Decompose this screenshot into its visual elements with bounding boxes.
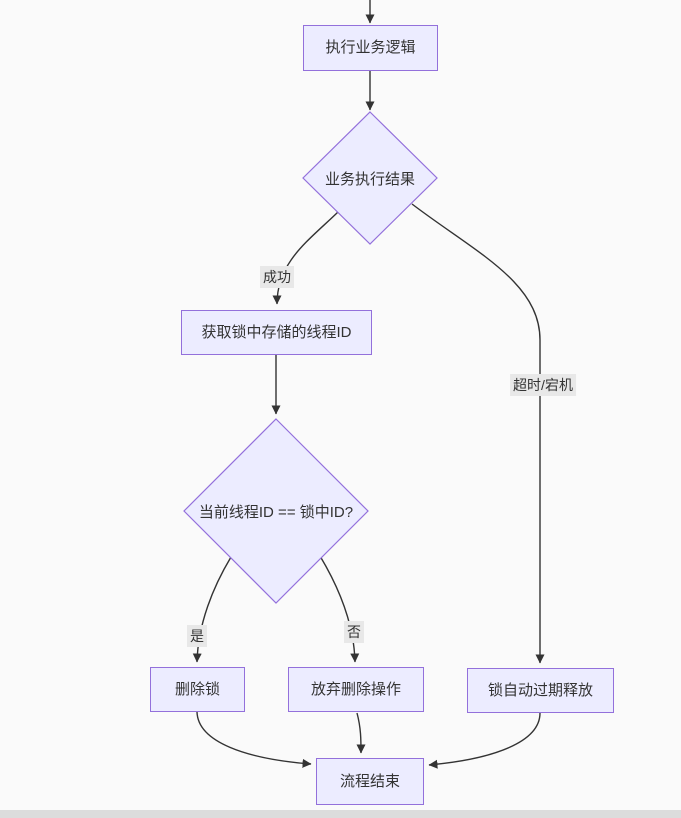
decision-business-result xyxy=(302,111,438,245)
node-lock-auto-expire: 锁自动过期释放 xyxy=(467,668,614,713)
decision-thread-id-check-label: 当前线程ID == 锁中ID? xyxy=(198,503,354,521)
node-delete-lock: 删除锁 xyxy=(150,667,245,712)
edge-result-timeout xyxy=(411,203,545,664)
decision-thread-id-check xyxy=(183,418,369,604)
edge-abandon-to-end xyxy=(356,712,366,754)
edge-delete-to-end xyxy=(196,711,312,768)
edge-label-no: 否 xyxy=(344,621,364,643)
bottom-divider-bar xyxy=(0,810,681,818)
edge-result-success xyxy=(272,211,339,305)
edge-expire-to-end xyxy=(428,712,541,769)
edge-label-success: 成功 xyxy=(260,266,294,288)
edge-label-timeout-or-crash: 超时/宕机 xyxy=(510,374,576,396)
node-execute-business: 执行业务逻辑 xyxy=(303,25,438,71)
node-process-end: 流程结束 xyxy=(316,758,424,805)
edge-label-yes: 是 xyxy=(187,625,207,647)
node-get-thread-id: 获取锁中存储的线程ID xyxy=(181,310,372,355)
edge-check-no xyxy=(319,555,360,663)
decision-business-result-label: 业务执行结果 xyxy=(324,170,415,188)
edge-check-yes xyxy=(192,556,232,663)
node-abandon-delete: 放弃删除操作 xyxy=(288,667,424,712)
